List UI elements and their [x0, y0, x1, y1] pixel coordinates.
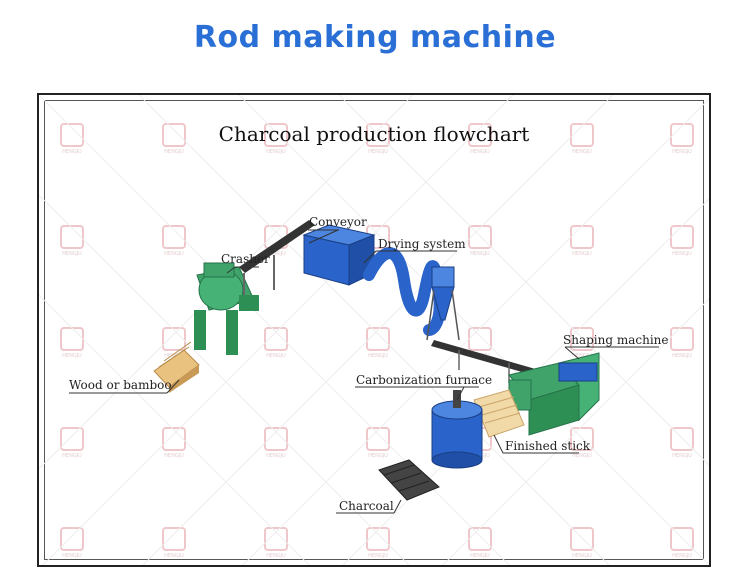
charcoal-pile-icon — [378, 459, 440, 501]
watermark-text: HENGJU — [266, 553, 286, 559]
label-crasher: Crasher — [221, 252, 270, 266]
watermark-text: HENGJU — [368, 553, 388, 559]
leader-lines — [69, 229, 659, 514]
shaping-machine-icon — [508, 352, 600, 436]
watermark-text: HENGJU — [266, 251, 286, 257]
watermark-text: HENGJU — [572, 453, 592, 459]
watermark-text: HENGJU — [164, 251, 184, 257]
watermark-logo-icon: HENGJU — [261, 327, 291, 363]
label-shaping-machine: Shaping machine — [563, 333, 669, 347]
watermark-text: HENGJU — [62, 251, 82, 257]
watermark-text: HENGJU — [62, 453, 82, 459]
watermark-logo-icon: HENGJU — [261, 123, 291, 159]
watermark-text: HENGJU — [266, 353, 286, 359]
watermark-grid-lines — [39, 95, 709, 565]
carbonization-furnace-icon — [431, 390, 483, 469]
watermark-text: HENGJU — [572, 251, 592, 257]
diagram-frame: HENGJU HENGJU HENGJU HENGJU HENGJU HENGJU HENG… — [37, 93, 711, 567]
label-carbonization-furnace: Carbonization furnace — [356, 373, 493, 387]
watermark-logo-icon: HENGJU — [667, 123, 697, 159]
watermark-logo-icon: HENGJU — [567, 123, 597, 159]
watermark-text: HENGJU — [572, 553, 592, 559]
label-finished-stick: Finished stick — [505, 439, 591, 453]
watermark-logo-icon: HENGJU — [363, 527, 393, 563]
drying-pipe-icon — [363, 247, 446, 336]
watermark-logo-icon: HENGJU — [667, 527, 697, 563]
watermark-logo-icon: HENGJU — [363, 123, 393, 159]
watermark-logo-icon: HENGJU — [159, 427, 189, 463]
watermark-logo-icon: HENGJU — [667, 327, 697, 363]
watermark-logo-icon: HENGJU — [465, 225, 495, 261]
conveyor-belt-icon — [239, 220, 315, 295]
watermark-text: HENGJU — [368, 149, 388, 155]
watermark-logo-icon: HENGJU — [57, 427, 87, 463]
cyclone-separator-icon — [426, 266, 460, 341]
watermark-logo-icon: HENGJU — [363, 427, 393, 463]
watermark-text: HENGJU — [572, 353, 592, 359]
watermark-text: HENGJU — [470, 553, 490, 559]
watermark-logo-icon: HENGJU — [159, 527, 189, 563]
watermark-logo-icon: HENGJU — [159, 327, 189, 363]
watermark-logo-icon: HENGJU — [261, 527, 291, 563]
watermark-text: HENGJU — [164, 353, 184, 359]
watermark-logo-icon: HENGJU — [57, 527, 87, 563]
wood-pile-icon — [153, 341, 200, 393]
watermark-logo-icon: HENGJU — [159, 123, 189, 159]
watermark-text: HENGJU — [672, 251, 692, 257]
label-drying-system: Drying system — [378, 237, 466, 251]
watermark-text: HENGJU — [672, 353, 692, 359]
watermark-text: HENGJU — [164, 553, 184, 559]
watermark-text: HENGJU — [572, 149, 592, 155]
watermark-text: HENGJU — [368, 353, 388, 359]
frame-inner-border — [44, 100, 704, 560]
watermark-logo-icon: HENGJU — [667, 427, 697, 463]
label-conveyor: Conveyor — [309, 215, 367, 229]
watermark-text: HENGJU — [672, 553, 692, 559]
watermark-text: HENGJU — [164, 149, 184, 155]
watermark-text: HENGJU — [672, 149, 692, 155]
watermark-logo-icon: HENGJU — [567, 527, 597, 563]
watermark-text: HENGJU — [470, 149, 490, 155]
flowchart-title: Charcoal production flowchart — [218, 122, 530, 146]
watermark-text: HENGJU — [164, 453, 184, 459]
watermark-logo-icon: HENGJU — [465, 123, 495, 159]
flowchart-illustration — [39, 95, 709, 565]
watermark-text: HENGJU — [470, 251, 490, 257]
watermark-text: HENGJU — [62, 353, 82, 359]
label-wood-or-bamboo: Wood or bamboo — [69, 378, 172, 392]
watermark-logo-icon: HENGJU — [57, 225, 87, 261]
watermark-logo-icon: HENGJU — [159, 225, 189, 261]
watermark-text: HENGJU — [62, 553, 82, 559]
finished-stick-pile-icon — [473, 389, 525, 438]
crasher-machine-icon — [194, 262, 259, 355]
watermark-logo-icon: HENGJU — [567, 327, 597, 363]
watermark-logo-icon: HENGJU — [363, 327, 393, 363]
watermark-logo-icon: HENGJU — [261, 427, 291, 463]
page-title: Rod making machine — [193, 20, 557, 55]
watermark-logo-icon: HENGJU — [567, 427, 597, 463]
label-charcoal: Charcoal — [339, 499, 394, 513]
watermark-text: HENGJU — [266, 149, 286, 155]
watermark-text: HENGJU — [62, 149, 82, 155]
watermark-text: HENGJU — [368, 453, 388, 459]
watermark-text: HENGJU — [672, 453, 692, 459]
watermark-text: HENGJU — [266, 453, 286, 459]
watermark-logo-icon: HENGJU — [57, 123, 87, 159]
